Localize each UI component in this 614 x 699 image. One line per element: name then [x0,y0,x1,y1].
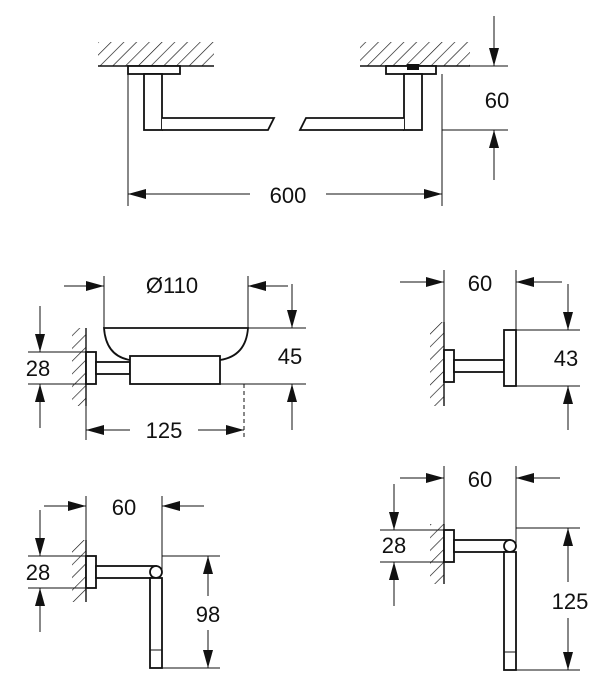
dim-towel-bar-projection: 60 [485,88,509,113]
soap-dish-drawing: Ø110 45 28 125 [26,273,306,443]
wall-hatch [430,524,444,584]
dim-towel-bar-length: 600 [270,183,307,208]
dim-towel-holder-projection: 60 [468,467,492,492]
dim-soap-dish-projection: 125 [146,418,183,443]
dim-soap-dish-height: 45 [278,344,302,369]
dim-soap-dish-diameter: Ø110 [146,273,198,298]
dim-paper-holder-length: 98 [196,602,220,627]
dim-hook-height: 43 [554,346,578,371]
dim-paper-holder-plate: 28 [26,560,50,585]
dim-hook-projection: 60 [468,271,492,296]
hook-drawing: 60 43 [400,270,580,430]
dim-soap-dish-plate: 28 [26,356,50,381]
paper-holder-drawing: 60 28 98 [26,495,220,669]
wall-hatch-left [98,42,214,66]
wall-hatch [72,540,86,602]
dim-towel-holder-length: 125 [552,589,589,614]
dim-paper-holder-projection: 60 [112,495,136,520]
towel-holder-drawing: 60 28 125 [380,466,589,671]
towel-bar-drawing: 600 60 [98,16,509,208]
wall-hatch [72,328,86,406]
wall-hatch [430,322,444,406]
dim-towel-holder-plate: 28 [382,533,406,558]
wall-hatch-right [360,42,470,66]
